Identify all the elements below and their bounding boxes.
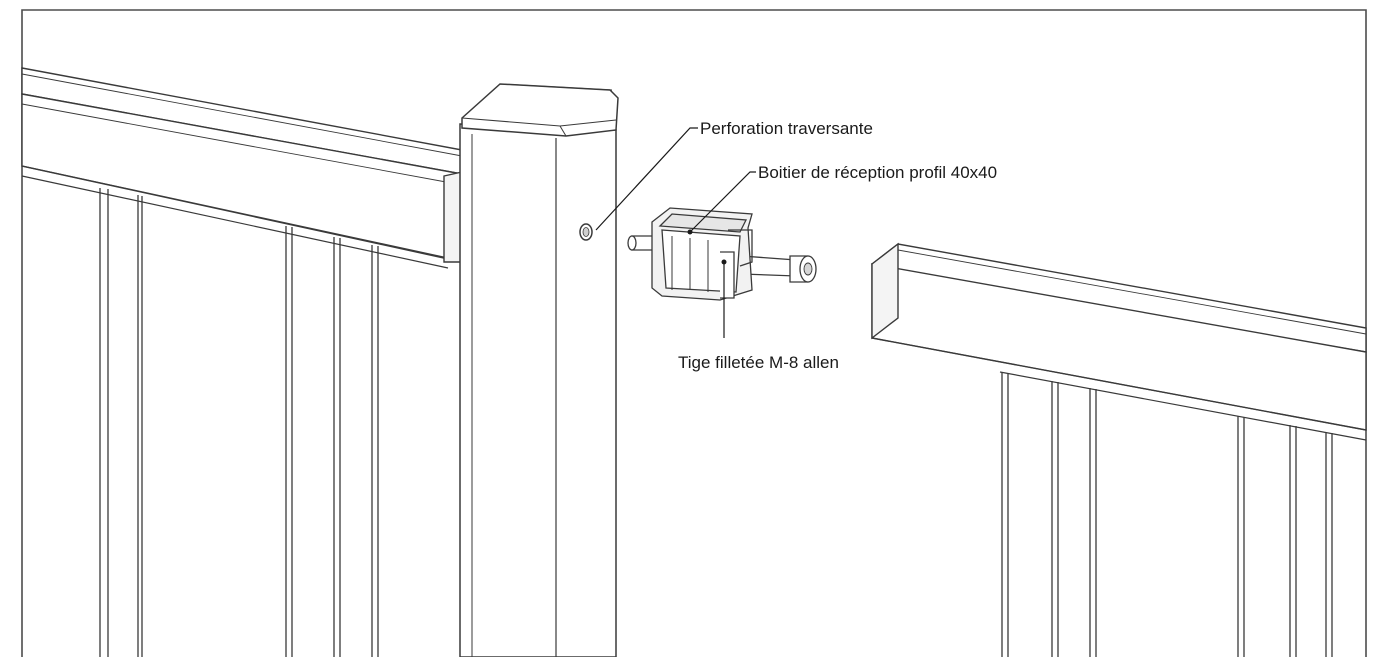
allen-bolt-head xyxy=(789,255,817,283)
callout-boitier: Boitier de réception profil 40x40 xyxy=(687,163,997,235)
receiver-box xyxy=(651,207,753,301)
label-perforation: Perforation traversante xyxy=(700,119,873,138)
right-top-rail xyxy=(870,242,1367,441)
label-tige: Tige filletée M-8 allen xyxy=(678,353,839,372)
callout-perforation: Perforation traversante xyxy=(595,119,873,231)
leader-line-perforation xyxy=(595,127,698,231)
left-fence-panel xyxy=(21,67,463,657)
left-slats xyxy=(99,188,379,657)
fence-post xyxy=(459,83,619,657)
right-slats xyxy=(1001,372,1333,657)
label-boitier: Boitier de réception profil 40x40 xyxy=(758,163,997,182)
callout-tige: Tige filletée M-8 allen xyxy=(678,259,839,372)
right-fence-panel xyxy=(870,242,1367,657)
receiver-assembly xyxy=(627,207,817,301)
leader-line-boitier xyxy=(689,171,756,233)
left-top-rail xyxy=(21,67,463,269)
